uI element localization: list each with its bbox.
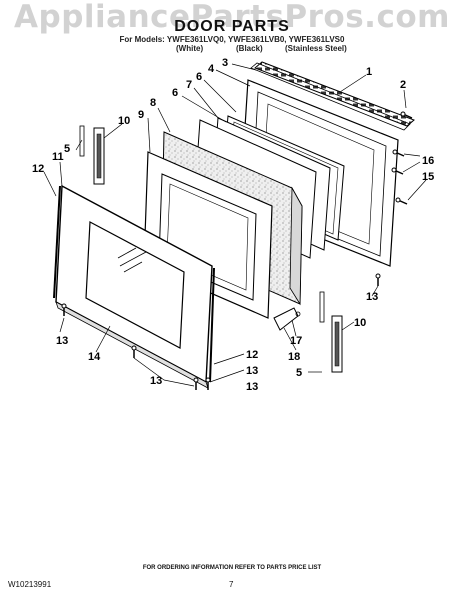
- callout-7: 7: [186, 79, 192, 91]
- finish-black: (Black): [236, 44, 263, 53]
- finish-stainless: (Stainless Steel): [285, 44, 347, 53]
- callout-13-right-mid: 13: [246, 365, 258, 377]
- callout-12-left: 12: [32, 163, 44, 175]
- screw-2: [400, 111, 413, 119]
- callout-4: 4: [208, 63, 215, 75]
- callout-11: 11: [52, 151, 64, 163]
- callout-15: 15: [422, 171, 434, 183]
- part-hinge-right: [319, 291, 343, 373]
- document-number: W10213991: [8, 580, 52, 589]
- callout-8: 8: [150, 97, 156, 109]
- callout-6-rear: 6: [196, 71, 202, 83]
- callout-2: 2: [400, 79, 406, 91]
- callout-1: 1: [366, 66, 372, 78]
- callout-3: 3: [222, 57, 228, 69]
- page-title: DOOR PARTS: [174, 18, 290, 35]
- callout-5-left: 5: [64, 143, 70, 155]
- callout-13-spare: 13: [246, 381, 258, 393]
- callout-10-left: 10: [118, 115, 130, 127]
- part-outer-door-panel: [55, 184, 213, 389]
- callout-13-right: 13: [366, 291, 378, 303]
- callout-13-left: 13: [56, 335, 68, 347]
- screw-16b: [391, 167, 404, 175]
- screw-13-left: [61, 303, 67, 316]
- model-numbers: For Models: YWFE361LVQ0, YWFE361LVB0, YW…: [119, 35, 345, 44]
- screw-16a: [392, 149, 405, 157]
- screw-13-right: [375, 273, 381, 286]
- callout-5-right: 5: [296, 367, 302, 379]
- part-hinge-left: [79, 125, 105, 185]
- callout-16: 16: [422, 155, 434, 167]
- callout-17: 17: [290, 335, 302, 347]
- screw-13-bottom-b: [193, 377, 199, 390]
- screw-15: [395, 197, 408, 205]
- watermark-text: AppliancePartsPros.com: [14, 0, 450, 35]
- callout-6-front: 6: [172, 87, 178, 99]
- callout-10-right: 10: [354, 317, 366, 329]
- callout-12-right: 12: [246, 349, 258, 361]
- page-number: 7: [229, 580, 234, 589]
- screw-13-bottom-a: [131, 345, 137, 358]
- finish-white: (White): [176, 44, 204, 53]
- callout-14: 14: [88, 351, 101, 363]
- part-screws: [61, 111, 413, 390]
- ordering-note: FOR ORDERING INFORMATION REFER TO PARTS …: [142, 565, 322, 571]
- callout-13-bottom-left: 13: [150, 375, 162, 387]
- leader-lines: [43, 63, 427, 387]
- part-side-trim-left: [53, 185, 61, 299]
- callout-9: 9: [138, 109, 144, 121]
- screw-13-bottom-c: [205, 377, 211, 390]
- part-top-trim: [250, 62, 411, 131]
- part-side-trim-right: [209, 267, 215, 383]
- part-hinge-bracket: [273, 307, 301, 331]
- callout-18: 18: [288, 351, 300, 363]
- callout-labels: 1 2 3 4 5 5 6 6 7 8 9 10 10 11 12 12 13 …: [32, 57, 434, 393]
